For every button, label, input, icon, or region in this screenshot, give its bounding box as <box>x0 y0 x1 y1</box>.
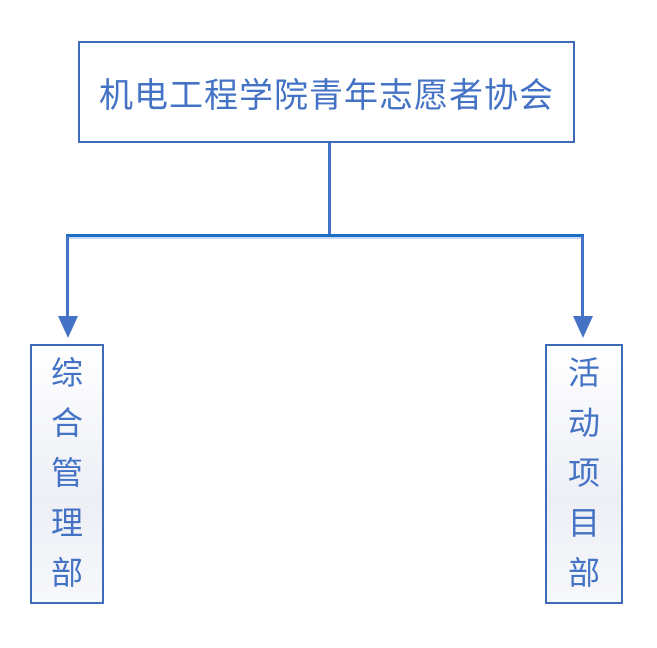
child-box-activity-projects-label: 活动项目部 <box>567 355 600 591</box>
child-box-activity-projects: 活动项目部 <box>545 344 623 604</box>
connector-stem <box>328 143 331 236</box>
arrow-down-left-icon <box>58 316 78 338</box>
child-box-general-management: 综合管理部 <box>30 344 104 604</box>
connector-horizontal-bar <box>66 234 584 237</box>
child-box-general-management-label: 综合管理部 <box>50 355 83 591</box>
org-root-box: 机电工程学院青年志愿者协会 <box>78 41 575 143</box>
connector-right-drop <box>581 236 584 317</box>
org-root-label: 机电工程学院青年志愿者协会 <box>99 76 554 115</box>
arrow-down-right-icon <box>573 316 593 338</box>
connector-left-drop <box>66 236 69 317</box>
